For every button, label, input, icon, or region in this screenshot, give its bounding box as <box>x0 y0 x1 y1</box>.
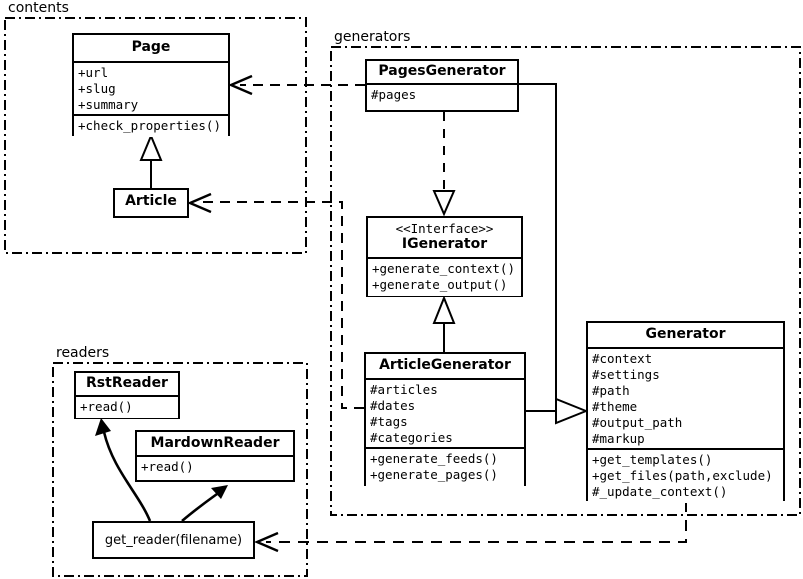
method-row: +generate_output() <box>372 277 508 292</box>
class-header-page: Page <box>74 35 228 61</box>
class-attributes-page: +url +slug +summary <box>74 61 228 114</box>
class-header-article-generator: ArticleGenerator <box>366 354 524 378</box>
package-frame-readers <box>52 362 308 577</box>
attribute-row: #context <box>592 351 653 366</box>
class-box-mardown-reader[interactable]: MardownReader +read() <box>135 430 295 482</box>
class-attributes-generator: #context #settings #path #theme #output_… <box>588 347 783 448</box>
class-methods-mardown-reader: +read() <box>137 455 293 478</box>
method-row: +get_files(path,exclude) <box>592 468 773 483</box>
method-row: +check_properties() <box>78 118 221 133</box>
edge-articlegenerator-uses-article <box>186 192 364 409</box>
package-label-contents: contents <box>6 0 71 16</box>
class-name-article-generator: ArticleGenerator <box>379 357 511 373</box>
attribute-row: #tags <box>370 414 408 429</box>
attribute-row: #settings <box>592 367 660 382</box>
edge-pagesgenerator-inherits-generator <box>519 83 557 411</box>
method-row: +generate_pages() <box>370 467 498 482</box>
class-box-page[interactable]: Page +url +slug +summary +check_properti… <box>72 33 230 137</box>
method-row: +get_templates() <box>592 452 713 467</box>
class-box-pages-generator[interactable]: PagesGenerator #pages <box>365 59 519 112</box>
edge-get-reader-returns-rstreader <box>95 418 152 522</box>
class-methods-rst-reader: +read() <box>76 395 178 418</box>
class-name-pages-generator: PagesGenerator <box>378 63 506 79</box>
edge-get-reader-returns-mardownreader <box>181 485 228 522</box>
class-methods-page: +check_properties() <box>74 114 228 137</box>
attribute-row: #articles <box>370 382 438 397</box>
function-node-get-reader[interactable]: get_reader(filename) <box>92 521 255 559</box>
class-name-page: Page <box>131 39 171 55</box>
class-header-article: Article <box>115 190 187 213</box>
attribute-row: #output_path <box>592 415 683 430</box>
package-label-readers: readers <box>54 345 112 361</box>
class-box-article[interactable]: Article <box>113 188 189 218</box>
edge-article-inherits-page <box>139 133 163 188</box>
package-frame-contents <box>4 17 307 254</box>
class-stereotype-igenerator: <<Interface>> <box>395 221 494 236</box>
class-methods-generator: +get_templates() +get_files(path,exclude… <box>588 448 783 503</box>
class-methods-article-generator: +generate_feeds() +generate_pages() <box>366 447 524 486</box>
class-name-generator: Generator <box>645 326 726 342</box>
class-name-rst-reader: RstReader <box>86 375 168 391</box>
class-name-igenerator: IGenerator <box>401 236 488 252</box>
attribute-row: #path <box>592 383 630 398</box>
class-box-generator[interactable]: Generator #context #settings #path #them… <box>586 321 785 503</box>
class-name-mardown-reader: MardownReader <box>150 435 280 451</box>
attribute-row: #pages <box>371 87 417 102</box>
edge-generator-uses-get-reader <box>253 501 687 553</box>
class-attributes-pages-generator: #pages <box>367 83 517 106</box>
attribute-row: #dates <box>370 398 416 413</box>
attribute-row: +slug <box>78 81 116 96</box>
method-row: #_update_context() <box>592 484 728 499</box>
class-methods-igenerator: +generate_context() +generate_output() <box>368 257 521 296</box>
edge-pagesgenerator-uses-page <box>227 74 365 96</box>
edge-pagesgenerator-realizes-igenerator <box>432 112 456 217</box>
method-row: +generate_feeds() <box>370 451 498 466</box>
attribute-row: #markup <box>592 431 645 446</box>
class-header-rst-reader: RstReader <box>76 373 178 395</box>
class-box-article-generator[interactable]: ArticleGenerator #articles #dates #tags … <box>364 352 526 486</box>
class-box-rst-reader[interactable]: RstReader +read() <box>74 371 180 419</box>
edge-articlegenerator-realizes-igenerator <box>432 295 456 352</box>
class-header-pages-generator: PagesGenerator <box>367 61 517 83</box>
method-row: +read() <box>141 459 194 474</box>
package-frame-generators <box>330 46 801 516</box>
attribute-row: +summary <box>78 97 139 112</box>
class-header-mardown-reader: MardownReader <box>137 432 293 455</box>
class-header-igenerator: <<Interface>> IGenerator <box>368 218 521 257</box>
function-node-label: get_reader(filename) <box>104 532 243 548</box>
class-attributes-article-generator: #articles #dates #tags #categories <box>366 378 524 447</box>
class-box-igenerator[interactable]: <<Interface>> IGenerator +generate_conte… <box>366 216 523 297</box>
edge-articlegenerator-inherits-generator <box>526 397 589 425</box>
class-header-generator: Generator <box>588 323 783 347</box>
class-name-article: Article <box>125 193 177 209</box>
method-row: +generate_context() <box>372 261 515 276</box>
attribute-row: +url <box>78 65 109 80</box>
attribute-row: #categories <box>370 430 453 445</box>
attribute-row: #theme <box>592 399 638 414</box>
package-label-generators: generators <box>332 29 413 45</box>
method-row: +read() <box>80 399 133 414</box>
